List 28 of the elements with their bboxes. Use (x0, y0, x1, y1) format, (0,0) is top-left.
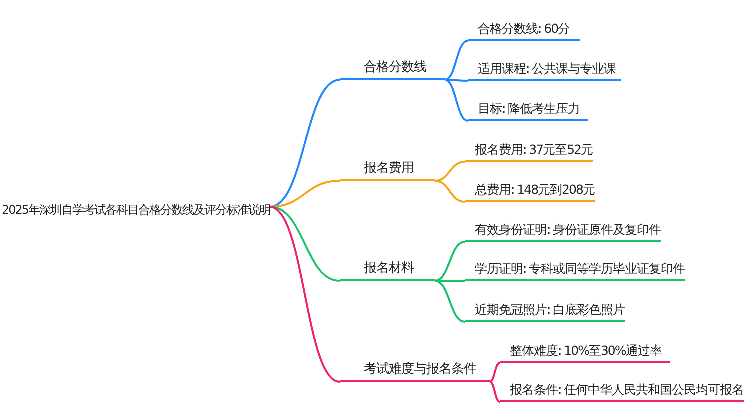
topic-text: 2025年深圳自学考试各科目合格分数线及评分标准说明 (2, 204, 271, 216)
connector-line (434, 180, 466, 203)
connector-line (270, 206, 340, 383)
topic-text: 目标: 降低考生压力 (478, 102, 580, 115)
connector-line (444, 79, 468, 122)
topic-text: 整体难度: 10%至30%通过率 (510, 344, 662, 357)
connector-line (434, 161, 466, 182)
topic-text: 报名费用: 37元至52元 (475, 144, 593, 156)
connector-line (434, 280, 466, 323)
connector-line (270, 206, 340, 282)
topic-text: 总费用: 148元到208元 (475, 184, 595, 196)
topic-text: 有效身份证明: 身份证原件及复印件 (475, 224, 662, 236)
connector-line (490, 362, 500, 383)
connector-line (445, 79, 468, 82)
topic-text: 考试难度与报名条件 (364, 363, 476, 376)
connector-line (435, 280, 465, 282)
topic-text: 报名条件: 任何中华人民共和国公民均可报名 (510, 384, 744, 396)
topic-text: 适用课程: 公共课与专业课 (478, 62, 616, 75)
topic-text: 合格分数线 (364, 61, 426, 74)
connector-line (434, 241, 466, 282)
connector-line (444, 40, 468, 81)
connector-line (490, 381, 500, 403)
topic-text: 学历证明: 专科或同等学历毕业证复印件 (475, 262, 686, 275)
connector-line (270, 79, 340, 208)
topic-text: 合格分数线: 60分 (478, 22, 570, 35)
topic-text: 近期免冠照片: 白底彩色照片 (475, 304, 626, 316)
topic-text: 报名材料 (364, 262, 414, 275)
topic-text: 报名费用 (364, 162, 414, 175)
